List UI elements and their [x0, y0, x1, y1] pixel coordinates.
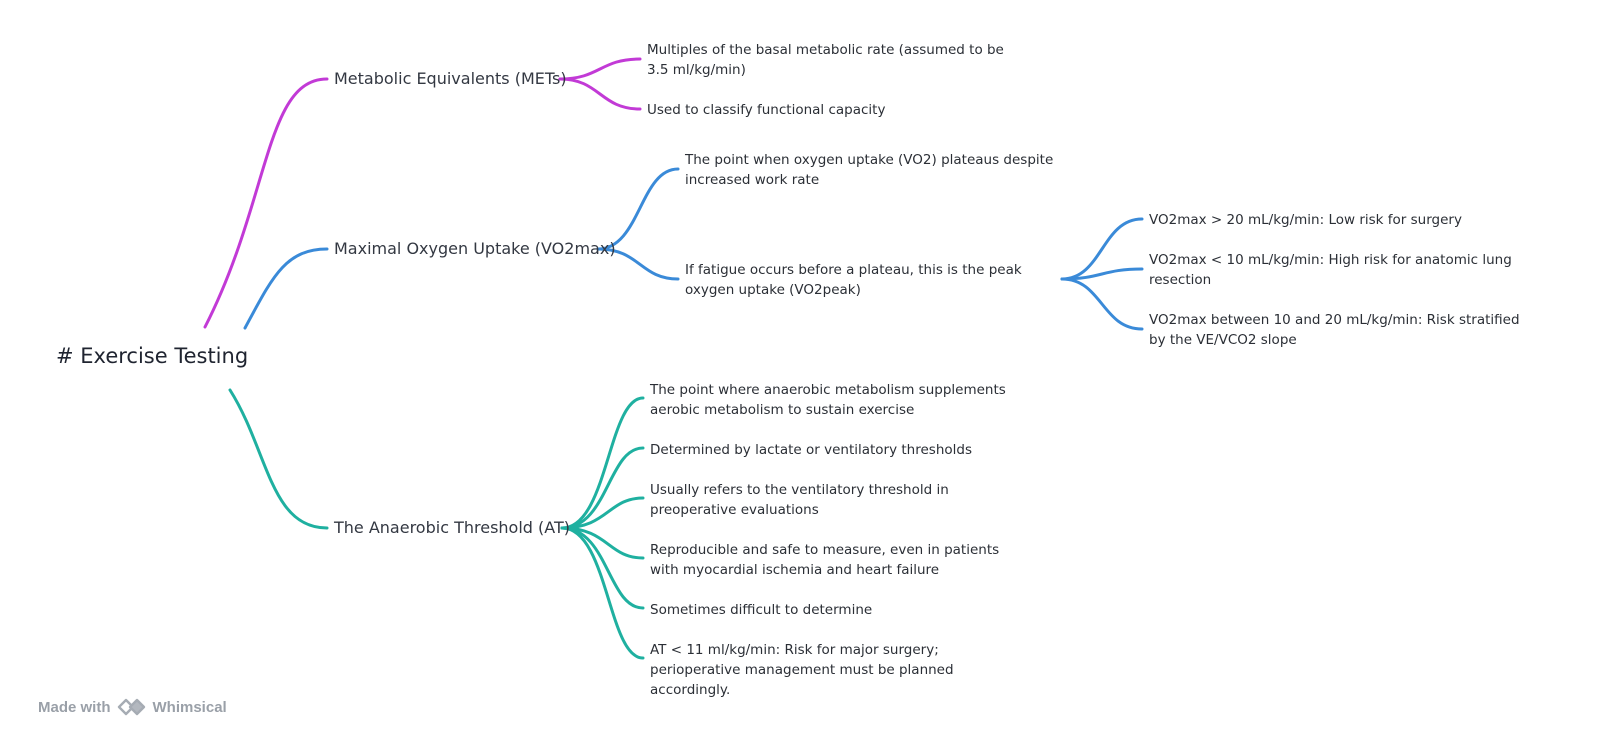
connector-at-leaf-1 — [560, 396, 645, 530]
subleaf-vo2max-high-risk[interactable]: VO2max < 10 mL/kg/min: High risk for ana… — [1149, 252, 1512, 288]
subleaf-vo2max-stratified[interactable]: VO2max between 10 and 20 mL/kg/min: Risk… — [1149, 312, 1520, 348]
connector-vo2max-leaf-1 — [596, 167, 680, 251]
leaf-mets-basal-rate[interactable]: Multiples of the basal metabolic rate (a… — [647, 42, 1004, 78]
watermark-prefix: Made with — [38, 698, 111, 716]
connector-vo2max-leaf-2 — [596, 247, 680, 281]
connector-vo2peak-sub-3 — [1060, 277, 1144, 331]
connector-at-leaf-6 — [560, 526, 645, 660]
connector-root-mets — [203, 77, 329, 329]
branch-vo2max[interactable]: Maximal Oxygen Uptake (VO2max) — [334, 239, 616, 258]
watermark-brand: Whimsical — [152, 698, 227, 716]
whimsical-logo-icon — [117, 697, 147, 717]
leaf-vo2max-plateau[interactable]: The point when oxygen uptake (VO2) plate… — [685, 152, 1054, 188]
leaf-at-lactate[interactable]: Determined by lactate or ventilatory thr… — [650, 442, 973, 458]
leaf-at-difficult[interactable]: Sometimes difficult to determine — [650, 602, 873, 618]
leaf-at-risk-surgery[interactable]: AT < 11 ml/kg/min: Risk for major surger… — [650, 642, 954, 698]
connector-at-leaf-3 — [560, 496, 645, 530]
leaf-at-ventilatory[interactable]: Usually refers to the ventilatory thresh… — [650, 482, 949, 518]
branch-mets[interactable]: Metabolic Equivalents (METs) — [334, 69, 567, 88]
connector-vo2peak-sub-1 — [1060, 217, 1144, 281]
leaf-mets-classify[interactable]: Used to classify functional capacity — [647, 102, 886, 118]
connector-root-at — [228, 388, 329, 530]
connector-vo2peak-sub-2 — [1060, 267, 1144, 281]
leaf-at-anaerobic-supplement[interactable]: The point where anaerobic metabolism sup… — [650, 382, 1006, 418]
root-node[interactable]: # Exercise Testing — [56, 344, 249, 368]
subleaf-vo2max-low-risk[interactable]: VO2max > 20 mL/kg/min: Low risk for surg… — [1149, 212, 1462, 228]
branch-anaerobic-threshold[interactable]: The Anaerobic Threshold (AT) — [334, 518, 570, 537]
connector-mets-leaf-1 — [558, 57, 642, 81]
connector-mets-leaf-2 — [558, 77, 642, 111]
made-with-whimsical-badge[interactable]: Made with Whimsical — [38, 697, 227, 717]
leaf-vo2max-peak[interactable]: If fatigue occurs before a plateau, this… — [685, 262, 1022, 298]
leaf-at-reproducible[interactable]: Reproducible and safe to measure, even i… — [650, 542, 1000, 578]
connector-at-leaf-2 — [560, 446, 645, 530]
connector-root-vo2max — [243, 247, 329, 330]
